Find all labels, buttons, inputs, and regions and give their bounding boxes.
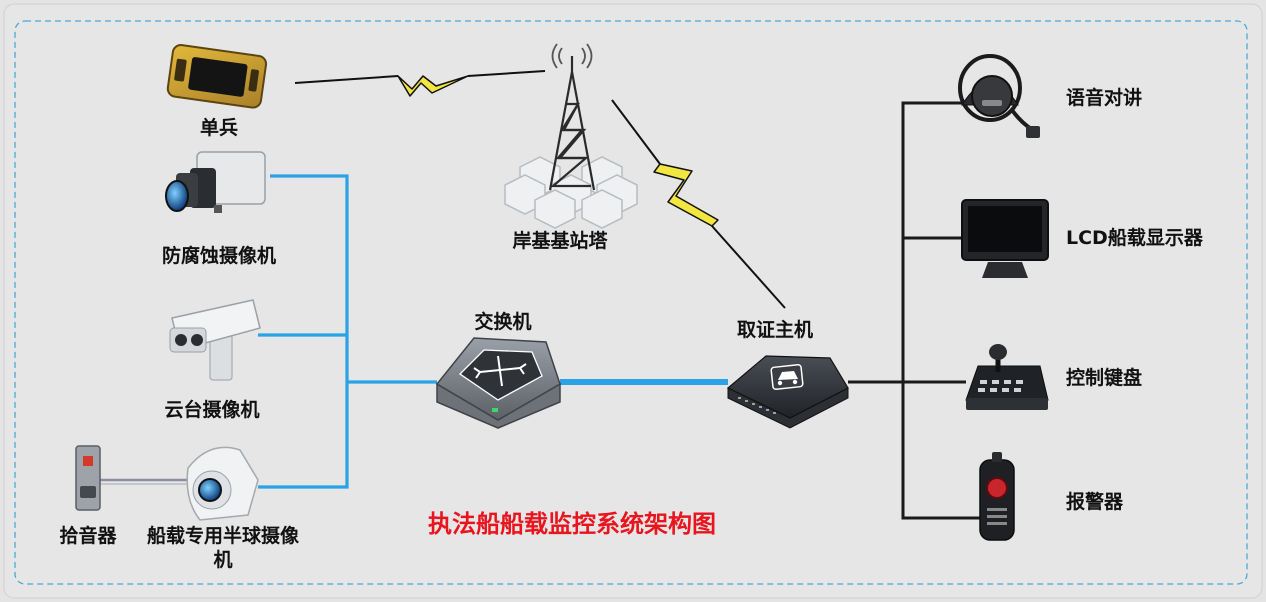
lcd-monitor-icon [961, 199, 1049, 278]
base-station-label: 岸基基站塔 [512, 230, 608, 252]
network-switch-icon [435, 337, 561, 429]
dome-camera-icon [186, 446, 259, 521]
intercom-label: 语音对讲 [1066, 87, 1143, 109]
alarm-label: 报警器 [1066, 491, 1124, 513]
diagram-title: 执法船船载监控系统架构图 [428, 510, 716, 538]
intercom-speaker-icon [958, 54, 1040, 138]
box-camera-icon [165, 151, 266, 213]
dome-camera-label: 船载专用半球摄像机 [146, 525, 299, 571]
peripheral-tree [848, 101, 985, 520]
ptz-camera-label: 云台摄像机 [164, 399, 260, 421]
anticorrosion-camera-label: 防腐蚀摄像机 [161, 245, 277, 267]
soldier-label: 单兵 [199, 117, 239, 139]
wireless-link-host [611, 99, 786, 309]
microphone-pickup-icon [75, 445, 101, 511]
evidence-host-label: 取证主机 [736, 319, 814, 341]
wireless-link-soldier [294, 70, 546, 97]
panel-background [3, 3, 1263, 599]
cell-tower-icon [504, 43, 638, 229]
pickup-label: 拾音器 [59, 525, 117, 547]
camera-ethernet-tree [258, 174, 437, 489]
handheld-terminal-icon [166, 44, 268, 109]
ptz-camera-icon [169, 299, 261, 381]
control-keyboard-label: 控制键盘 [1066, 367, 1143, 389]
dvr-host-icon [726, 355, 849, 429]
joystick-keyboard-icon [965, 344, 1049, 410]
alarm-button-icon [979, 452, 1015, 541]
switch-label: 交换机 [474, 311, 532, 333]
dashed-frame [14, 20, 1248, 585]
lcd-display-label: LCD船载显示器 [1066, 227, 1203, 249]
